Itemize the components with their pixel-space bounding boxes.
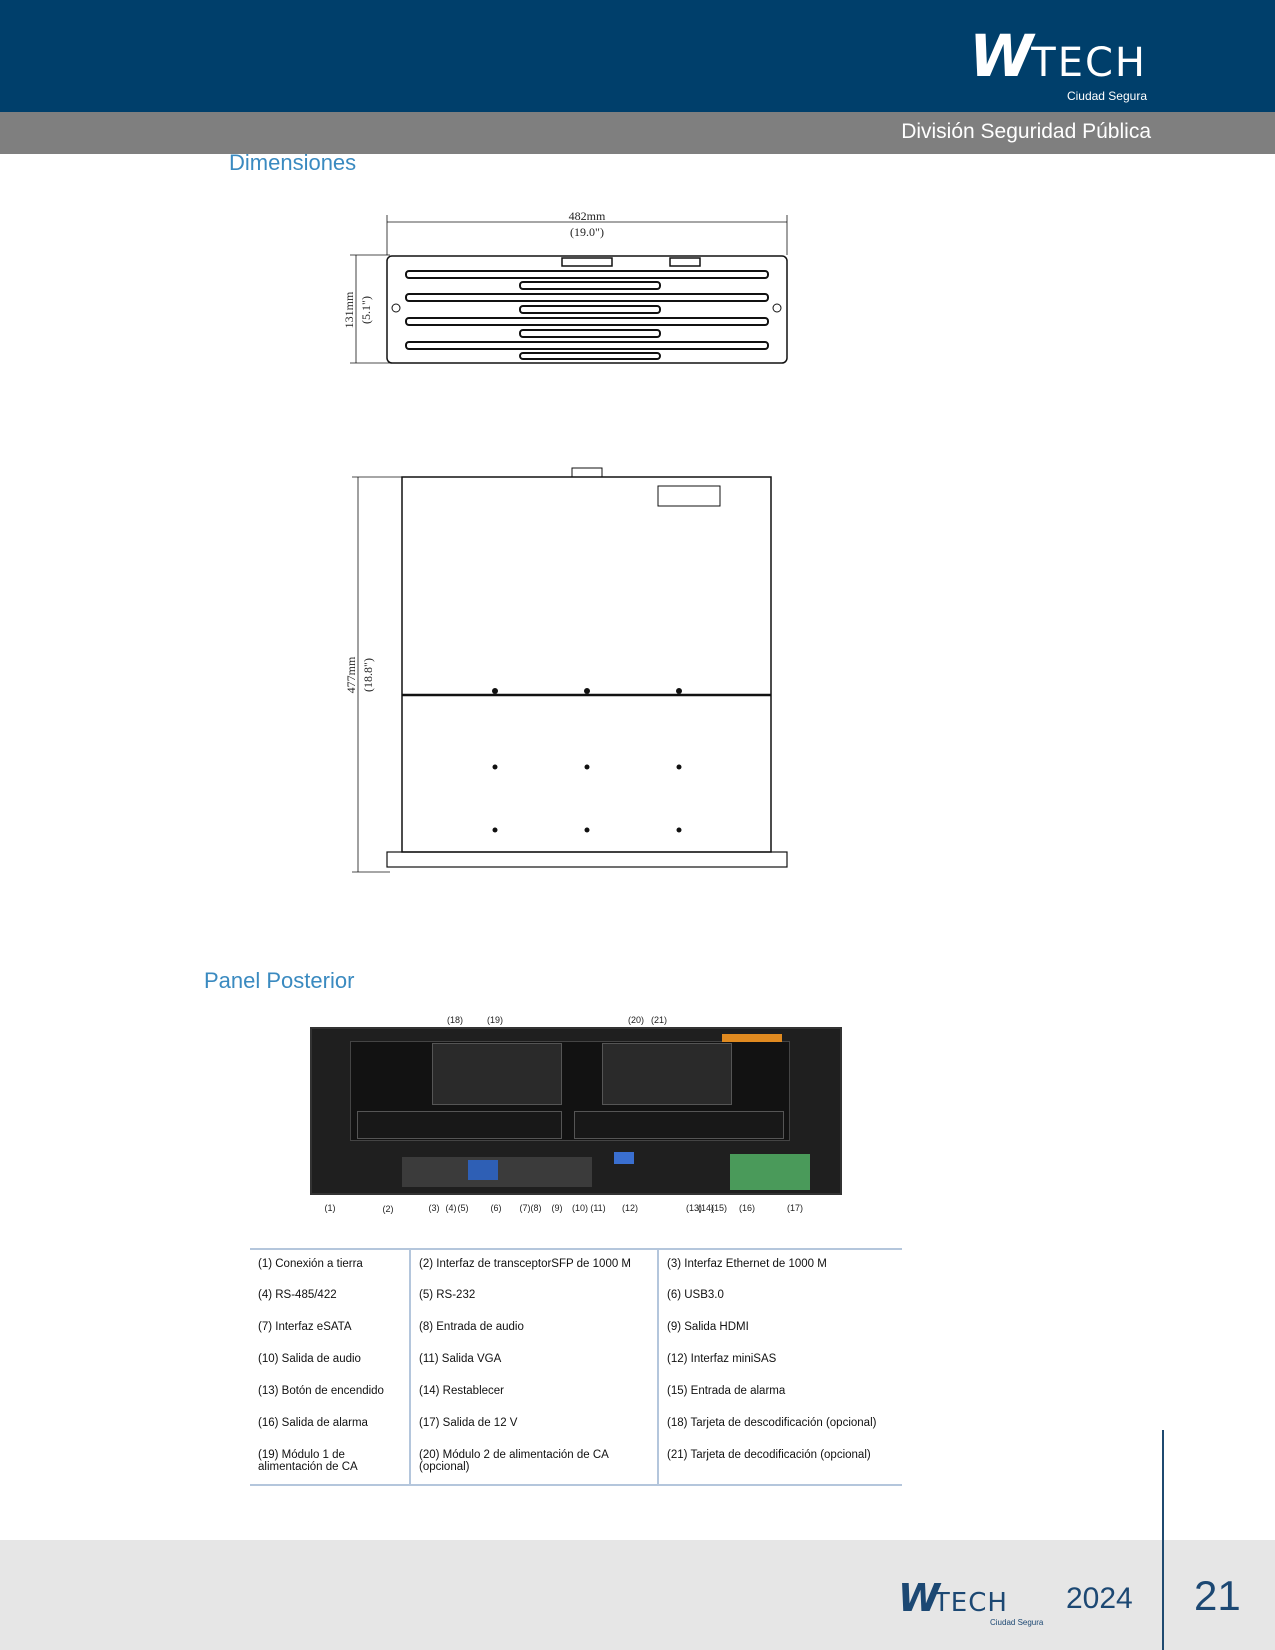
brand-name: WTECH [969, 22, 1147, 90]
callout: (11) [590, 1203, 606, 1213]
callout: (3) [428, 1203, 440, 1213]
rear-panel-photo [310, 1027, 842, 1195]
callout: (13) [685, 1203, 703, 1213]
callout: (15) [710, 1203, 728, 1213]
width-in-label: (19.0") [570, 225, 604, 239]
callout: (7) [519, 1203, 531, 1213]
callout: (8) [530, 1203, 542, 1213]
top-view-drawing [352, 467, 788, 873]
usb-ports [468, 1160, 498, 1180]
callout: (9) [551, 1203, 563, 1213]
division-title: División Seguridad Pública [901, 120, 1151, 143]
rear-panel-heading: Panel Posterior [204, 968, 355, 993]
height-mm-label: 131mm [342, 291, 356, 328]
callout: (20) [627, 1015, 645, 1025]
callout: (6) [490, 1203, 502, 1213]
table-row: (13) Botón de encendido(14) Restablecer(… [250, 1377, 902, 1409]
callout: (1) [324, 1203, 336, 1213]
product-label [722, 1034, 782, 1042]
table-row: (1) Conexión a tierra(2) Interfaz de tra… [250, 1249, 902, 1281]
callout: (5) [457, 1203, 469, 1213]
callout: (14) [697, 1203, 715, 1213]
front-view-drawing [350, 215, 788, 364]
wtech-logo: WTECH Ciudad Segura [969, 26, 1147, 103]
table-row: (4) RS-485/422(5) RS-232(6) USB3.0 [250, 1281, 902, 1313]
decoder-card-1 [357, 1111, 562, 1139]
psu-2 [602, 1043, 732, 1105]
page-number: 21 [1194, 1572, 1241, 1619]
depth-mm-label: 477mm [344, 656, 358, 693]
callout: (2) [382, 1204, 394, 1214]
callout: (18) [446, 1015, 464, 1025]
table-row: (19) Módulo 1 de alimentación de CA(20) … [250, 1441, 902, 1485]
rear-panel-legend-table: (1) Conexión a tierra(2) Interfaz de tra… [250, 1248, 902, 1486]
footer-year: 2024 [1066, 1582, 1133, 1615]
decoder-card-2 [574, 1111, 784, 1139]
callout: (4) [445, 1203, 457, 1213]
table-row: (7) Interfaz eSATA(8) Entrada de audio(9… [250, 1313, 902, 1345]
callout: (10) [571, 1203, 589, 1213]
table-row: (16) Salida de alarma(17) Salida de 12 V… [250, 1409, 902, 1441]
height-in-label: (5.1") [359, 296, 373, 324]
callout: (16) [738, 1203, 756, 1213]
callout: (21) [650, 1015, 668, 1025]
width-mm-label: 482mm [569, 209, 606, 223]
vga-port [614, 1152, 634, 1164]
alarm-terminals [730, 1154, 810, 1190]
table-row: (10) Salida de audio(11) Salida VGA(12) … [250, 1345, 902, 1377]
callout: (12) [621, 1203, 639, 1213]
callout: (17) [786, 1203, 804, 1213]
division-band: División Seguridad Pública [0, 112, 1275, 154]
header: WTECH Ciudad Segura [0, 0, 1275, 112]
depth-in-label: (18.8") [361, 658, 375, 692]
dimensions-heading: Dimensiones [229, 150, 357, 175]
callout: (19) [486, 1015, 504, 1025]
psu-1 [432, 1043, 562, 1105]
footer-logo: WTECH Ciudad Segura [898, 1576, 1044, 1627]
dimension-drawings: 482mm (19.0") 131mm (5.1") 477mm (18.8") [342, 209, 788, 873]
footer [0, 1540, 1275, 1650]
footer-divider [1162, 1430, 1164, 1650]
tagline: Ciudad Segura [1066, 89, 1147, 103]
